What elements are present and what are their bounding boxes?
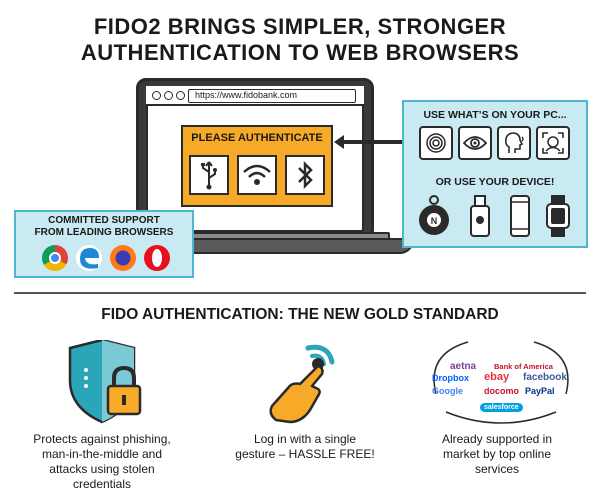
eye-icon [458,126,492,160]
section-divider [14,292,586,294]
face-recognition-icon [536,126,570,160]
benefit-line: market by top online [442,447,552,461]
benefit-line: gesture – HASSLE FREE! [235,447,375,461]
svg-text:N: N [431,216,438,226]
benefit-text-supported: Already supported in market by top onlin… [402,432,592,477]
url-bar[interactable]: https://www.fidobank.com [188,89,356,103]
opera-icon [144,245,170,271]
google-logo: Google [432,386,463,396]
device-panel-title: OR USE YOUR DEVICE! [435,176,555,188]
bluetooth-icon[interactable] [285,155,325,195]
benefit-line: services [474,462,519,476]
benefit-text-phishing: Protects against phishing, man-in-the-mi… [7,432,197,492]
window-control-dot [164,91,173,100]
nfc-key-fob-icon: N [416,192,452,240]
edge-icon [76,245,102,271]
aetna-logo: aetna [450,361,477,372]
benefit-line: man-in-the-middle and [41,447,163,461]
title-line-2: AUTHENTICATION TO WEB BROWSERS [80,40,520,65]
bank-of-america-logo: Bank of America [494,362,553,371]
smartphone-icon [502,192,538,240]
service-logos-icon [433,341,569,424]
page-title: FIDO2 BRINGS SIMPLER, STRONGER AUTHENTIC… [0,14,600,66]
fingerprint-icon [419,126,453,160]
ebay-logo: ebay [484,371,510,383]
docomo-logo: docomo [484,386,519,396]
window-control-dot [152,91,161,100]
usb-icon[interactable] [189,155,229,195]
window-control-dot [176,91,185,100]
pc-panel-title: USE WHAT’S ON YOUR PC... [423,109,567,121]
authenticate-title: PLEASE AUTHENTICATE [191,132,323,144]
benefit-line: Log in with a single [253,432,357,446]
paypal-logo: PayPal [525,386,555,396]
usb-security-key-icon [462,192,498,240]
section-title: FIDO AUTHENTICATION: THE NEW GOLD STANDA… [101,306,499,323]
arrow-line [340,140,404,144]
firefox-icon [110,245,136,271]
chrome-icon [42,245,68,271]
nfc-wireless-icon[interactable] [237,155,277,195]
benefit-text-gesture: Log in with a single gesture – HASSLE FR… [210,432,400,462]
title-line-1: FIDO2 BRINGS SIMPLER, STRONGER [93,14,507,39]
benefit-line: credentials [72,477,132,491]
benefit-line: Protects against phishing, [33,432,171,446]
browser-support-title: COMMITTED SUPPORT FROM LEADING BROWSERS [14,215,194,239]
finger-tap-icon [269,344,335,424]
voice-icon [497,126,531,160]
browser-toolbar [146,86,364,106]
benefit-line: Already supported in [441,432,553,446]
shield-lock-icon [68,340,142,424]
browser-support-line-1: COMMITTED SUPPORT [48,215,160,226]
smartwatch-icon [540,192,576,240]
facebook-logo: facebook [523,372,567,383]
browser-support-line-2: FROM LEADING BROWSERS [34,227,174,238]
salesforce-logo: salesforce [480,403,523,412]
dropbox-logo: Dropbox [432,373,469,383]
benefit-line: attacks using stolen [49,462,155,476]
arrow-head [334,135,344,149]
